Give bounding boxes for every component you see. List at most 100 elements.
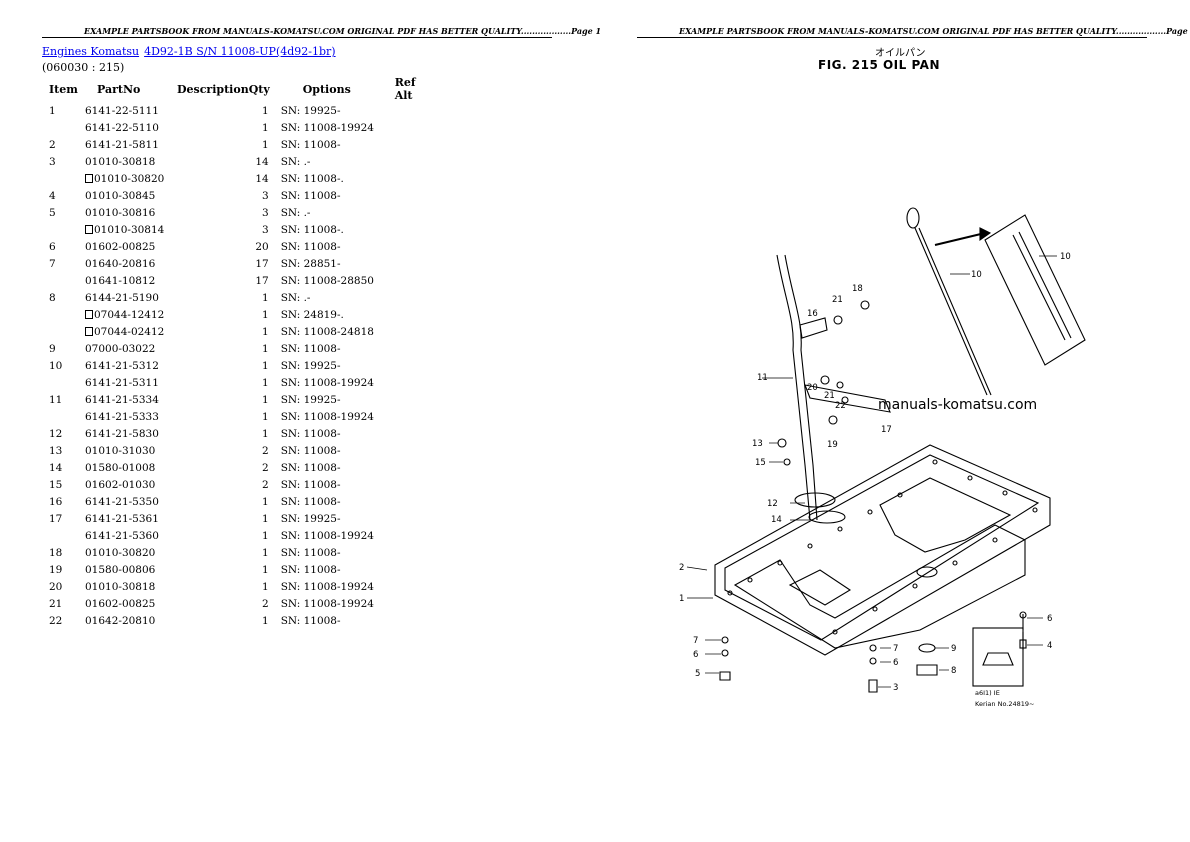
alternate-marker-icon bbox=[85, 326, 93, 336]
partno-text: 6141-21-5350 bbox=[85, 495, 159, 508]
partno-text: 01010-30814 bbox=[94, 223, 165, 236]
bolt-13 bbox=[777, 438, 787, 448]
breadcrumb: Engines Komatsu 4D92-1B S/N 11008-UP(4d92… bbox=[42, 45, 336, 58]
cell-ref-alt bbox=[395, 510, 435, 527]
cell-options: SN: 11008-19924 bbox=[280, 410, 374, 423]
cell-item bbox=[42, 527, 85, 544]
cell-ref-alt bbox=[395, 425, 435, 442]
cell-qty: 1 bbox=[262, 308, 269, 321]
cell-partno: 6141-21-5312 bbox=[85, 357, 177, 374]
cell-qty: 3 bbox=[262, 223, 269, 236]
cell-description bbox=[177, 561, 249, 578]
cell-description bbox=[177, 510, 249, 527]
partno-text: 01640-20816 bbox=[85, 257, 156, 270]
cell-partno: 07044-02412 bbox=[85, 323, 177, 340]
cell-partno: 01010-30814 bbox=[85, 221, 177, 238]
partno-text: 01010-30818 bbox=[85, 155, 156, 168]
partno-text: 01580-00806 bbox=[85, 563, 156, 576]
callout-10: 10 bbox=[971, 270, 982, 280]
callout-11: 11 bbox=[757, 373, 768, 383]
cell-qty: 1 bbox=[262, 495, 269, 508]
cell-item: 15 bbox=[49, 478, 63, 491]
cell-description bbox=[177, 306, 249, 323]
cell-ref-alt bbox=[395, 527, 435, 544]
cell-qty: 1 bbox=[262, 546, 269, 559]
cell-item: 19 bbox=[49, 563, 63, 576]
figure-title: FIG. 215 OIL PAN bbox=[818, 58, 940, 72]
breadcrumb-link-engines[interactable]: Engines Komatsu bbox=[42, 45, 140, 58]
cell-options: SN: 11008-19924 bbox=[280, 121, 374, 134]
cell-options: SN: .- bbox=[280, 155, 311, 168]
cell-item: 6 bbox=[49, 240, 56, 253]
cell-description bbox=[177, 187, 249, 204]
cell-description bbox=[177, 119, 249, 136]
cell-item bbox=[42, 272, 85, 289]
cell-options: SN: 11008- bbox=[280, 342, 341, 355]
cell-partno: 01010-30816 bbox=[85, 204, 177, 221]
breadcrumb-link-model[interactable]: 4D92-1B S/N 11008-UP(4d92-1br) bbox=[144, 45, 336, 58]
cell-description bbox=[177, 204, 249, 221]
cell-partno: 01010-31030 bbox=[85, 442, 177, 459]
cell-partno: 07000-03022 bbox=[85, 340, 177, 357]
cell-partno: 6141-21-5360 bbox=[85, 527, 177, 544]
partno-text: 01602-01030 bbox=[85, 478, 156, 491]
cell-ref-alt bbox=[395, 221, 435, 238]
cell-qty: 1 bbox=[262, 104, 269, 117]
cell-ref-alt bbox=[395, 102, 435, 119]
cell-options: SN: 11008- bbox=[280, 563, 341, 576]
partno-text: 01010-30818 bbox=[85, 580, 156, 593]
cell-ref-alt bbox=[395, 476, 435, 493]
cell-description bbox=[177, 476, 249, 493]
cell-options: SN: 11008-19924 bbox=[280, 529, 374, 542]
cell-partno: 6141-22-5111 bbox=[85, 102, 177, 119]
cell-ref-alt bbox=[395, 306, 435, 323]
partno-text: 6141-21-5811 bbox=[85, 138, 159, 151]
cell-partno: 6141-21-5334 bbox=[85, 391, 177, 408]
cell-options: SN: 11008- bbox=[280, 444, 341, 457]
cell-ref-alt bbox=[395, 612, 435, 629]
cell-qty: 2 bbox=[262, 461, 269, 474]
callout-12: 12 bbox=[767, 499, 778, 509]
col-header-description: Description bbox=[177, 82, 249, 96]
bolt-6-center bbox=[869, 657, 877, 665]
cell-ref-alt bbox=[395, 136, 435, 153]
header-rule bbox=[637, 37, 1147, 38]
cell-item bbox=[42, 408, 85, 425]
callout-19: 19 bbox=[827, 440, 838, 450]
cell-qty: 2 bbox=[262, 444, 269, 457]
partno-text: 6141-22-5110 bbox=[85, 121, 159, 134]
cell-description bbox=[177, 595, 249, 612]
diagram-page: EXAMPLE PARTSBOOK FROM MANUALS-KOMATSU.C… bbox=[595, 0, 1190, 842]
cell-options: SN: 11008- bbox=[280, 461, 341, 474]
callout-6: 6 bbox=[1047, 614, 1052, 624]
figure-title-japanese: オイルパン bbox=[875, 48, 926, 59]
callout-14: 14 bbox=[771, 515, 782, 525]
cell-item: 5 bbox=[49, 206, 56, 219]
cell-item bbox=[42, 119, 85, 136]
cell-options: SN: 19925- bbox=[280, 359, 341, 372]
col-header-options: Options bbox=[302, 82, 351, 96]
callout-6b: 6 bbox=[893, 658, 898, 668]
bolt-7 bbox=[721, 636, 729, 644]
cell-item: 10 bbox=[49, 359, 63, 372]
cell-qty: 20 bbox=[255, 240, 269, 253]
section-code: (060030 : 215) bbox=[42, 61, 125, 74]
cell-options: SN: 11008-28850 bbox=[280, 274, 374, 287]
cell-options: SN: 11008-. bbox=[280, 223, 344, 236]
cell-options: SN: 11008-. bbox=[280, 172, 344, 185]
guide-bracket bbox=[799, 317, 828, 339]
cell-qty: 1 bbox=[262, 580, 269, 593]
partno-text: 01010-30820 bbox=[85, 546, 156, 559]
cell-description bbox=[177, 289, 249, 306]
cell-options: SN: 24819-. bbox=[280, 308, 344, 321]
cell-item bbox=[42, 323, 85, 340]
